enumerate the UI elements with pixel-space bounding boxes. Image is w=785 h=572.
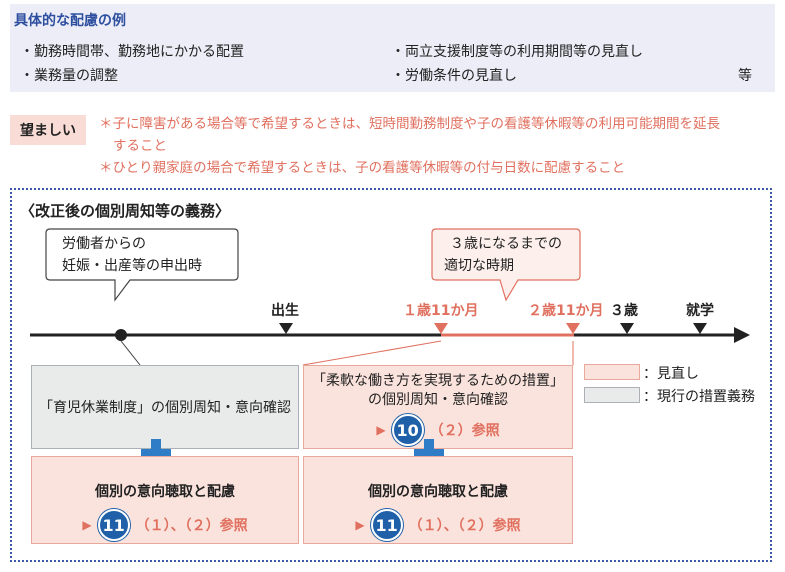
intention-hearing-ref-left: ▶ 11 （１）、（２）参照 <box>32 509 298 541</box>
intention-hearing-text-left: 個別の意向聴取と配慮 <box>95 484 235 500</box>
age-1y11m-label: １歳11か月 <box>403 303 479 319</box>
timeline-arrowhead <box>734 327 750 343</box>
intention-hearing-box-right: 個別の意向聴取と配慮 ▶ 11 （１）、（２）参照 <box>303 456 573 544</box>
revised-duties-frame <box>10 188 772 562</box>
connector-left <box>120 340 141 366</box>
connector-right-a <box>302 340 442 366</box>
section-title: 〈改正後の個別周知等の義務〉 <box>20 202 231 220</box>
birth-marker <box>279 323 293 334</box>
callout-right-bubble <box>431 228 581 302</box>
childcare-leave-notice-text: 「育児休業制度」の個別周知・意向確認 <box>39 400 291 416</box>
flexible-work-notice-line-1: 「柔軟な働き方を実現するための措置」 <box>312 373 564 389</box>
legend-review-label: ：見直し <box>643 366 699 382</box>
number-10-badge: 10 <box>391 414 424 446</box>
legend-current-swatch <box>584 387 640 403</box>
care-example-item: ・勤務時間帯、勤務地にかかる配置 <box>20 44 244 60</box>
school-label: 就学 <box>686 303 714 319</box>
age-3-label: ３歳 <box>610 303 638 319</box>
callout-left-text: 労働者からの 妊娠・出産等の申出時 <box>50 233 234 277</box>
legend-review-swatch <box>584 364 640 380</box>
school-marker <box>693 323 707 334</box>
care-example-item: ・両立支援制度等の利用期間等の見直し <box>391 44 643 60</box>
care-examples-title: 具体的な配慮の例 <box>14 13 126 29</box>
plus-icon <box>141 439 171 469</box>
plus-icon <box>414 439 444 469</box>
callout-right-line-1: ３歳になるまでの <box>450 236 562 252</box>
care-example-etc: 等 <box>738 68 752 84</box>
desirable-note-1-line-2: すること <box>113 138 167 154</box>
callout-left-bubble <box>45 228 239 302</box>
flexible-work-ref-text: （２）参照 <box>429 423 500 439</box>
desirable-note-2: ＊ひとり親家庭の場合で希望するときは、子の看護等休暇等の付与日数に配慮すること <box>99 160 626 176</box>
intention-hearing-ref-right: ▶ 11 （１）、（２）参照 <box>304 509 572 541</box>
desirable-note-1-line-1: ＊子に障害がある場合等で希望するときは、短時間勤務制度や子の看護等休暇等の利用可… <box>99 116 720 132</box>
play-triangle-icon: ▶ <box>376 423 386 437</box>
number-11-badge: 11 <box>370 509 403 541</box>
care-example-item: ・労働条件の見直し <box>391 68 517 84</box>
callout-left-line-1: 労働者からの <box>62 236 146 252</box>
age-3-marker <box>620 323 634 334</box>
care-examples-box <box>10 4 775 92</box>
intention-hearing-ref-text-right: （１）、（２）参照 <box>408 518 521 534</box>
childcare-leave-notice-box: 「育児休業制度」の個別周知・意向確認 <box>31 365 299 449</box>
age-2y11m-label: ２歳11か月 <box>528 303 604 319</box>
play-triangle-icon: ▶ <box>355 518 365 532</box>
callout-right-text: ３歳になるまでの 適切な時期 <box>436 233 576 277</box>
number-11-badge: 11 <box>97 509 130 541</box>
intention-hearing-box-left: 個別の意向聴取と配慮 ▶ 11 （１）、（２）参照 <box>31 456 299 544</box>
callout-right-line-2: 適切な時期 <box>444 258 514 274</box>
care-example-item: ・業務量の調整 <box>20 68 118 84</box>
age-2y11m-marker <box>566 323 580 334</box>
flexible-work-notice-box: 「柔軟な働き方を実現するための措置」 の個別周知・意向確認 ▶ 10 （２）参照 <box>303 365 573 449</box>
age-1y11m-marker <box>434 323 448 334</box>
flexible-work-ref: ▶ 10 （２）参照 <box>304 414 572 446</box>
pregnancy-report-dot <box>115 329 127 341</box>
callout-left-line-2: 妊娠・出産等の申出時 <box>62 258 202 274</box>
desirable-badge: 望ましい <box>10 115 86 145</box>
play-triangle-icon: ▶ <box>82 518 92 532</box>
intention-hearing-ref-text-left: （１）、（２）参照 <box>135 518 248 534</box>
legend-current-label: ：現行の措置義務 <box>643 389 755 405</box>
birth-label: 出生 <box>271 303 299 319</box>
intention-hearing-text-right: 個別の意向聴取と配慮 <box>368 484 508 500</box>
flexible-work-notice-line-2: の個別周知・意向確認 <box>368 392 508 408</box>
